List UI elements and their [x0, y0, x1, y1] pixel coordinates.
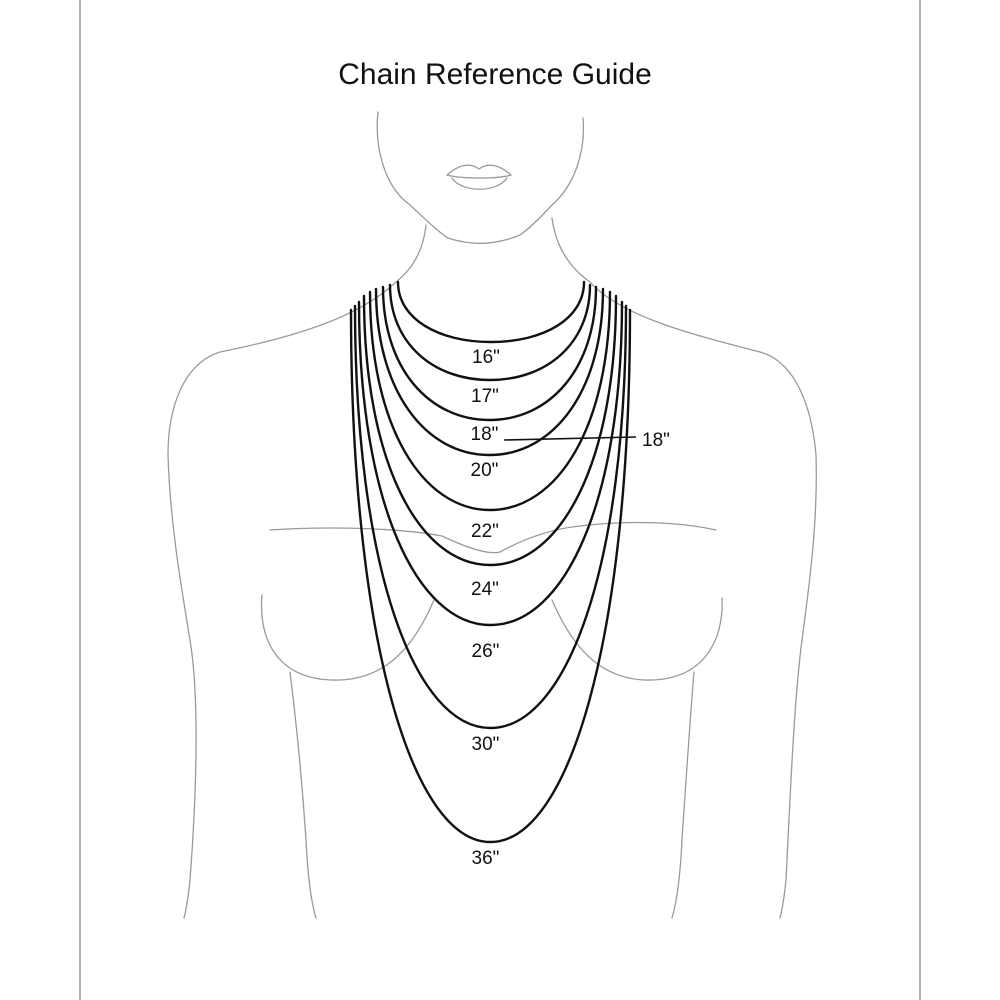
neck-right: [551, 217, 591, 283]
lips: [446, 164, 512, 190]
right-shoulder: [589, 281, 817, 456]
chain-label: 36": [472, 848, 500, 869]
chain-label: 30": [472, 734, 500, 755]
chain-label: 24": [471, 579, 499, 600]
chain-1: [396, 280, 586, 344]
left-breast: [260, 594, 435, 681]
chain-7: [357, 300, 624, 627]
chain-label: 17": [471, 386, 499, 407]
chain-label: 22": [471, 521, 499, 542]
chain-5: [368, 290, 612, 512]
chain-3: [381, 285, 598, 422]
callout-leader-line: [503, 436, 637, 441]
neck-left: [395, 224, 427, 283]
body-outline: [167, 111, 817, 919]
chain-6: [362, 294, 618, 567]
chin-contour: [447, 234, 521, 244]
chain-label: 16": [472, 347, 500, 368]
chain-9: [349, 308, 632, 844]
chain-4: [374, 287, 605, 457]
chain-label: 18": [471, 424, 499, 445]
chain-labels-group: 16" 17" 18" 20" 22" 24" 26" 30" 36": [471, 347, 500, 869]
chain-label: 20": [471, 460, 499, 481]
callout-label: 18": [642, 430, 670, 451]
left-arm-inner: [289, 671, 317, 919]
left-arm-outer: [167, 454, 197, 919]
chain-label: 26": [472, 641, 500, 662]
chain-8: [353, 304, 628, 730]
diagram-title: Chain Reference Guide: [338, 58, 652, 91]
head-left-contour: [376, 111, 449, 239]
callout-18: 18": [503, 430, 670, 451]
chest-line: [269, 521, 717, 554]
right-arm-outer: [779, 454, 817, 919]
right-arm-inner: [671, 671, 695, 919]
chains-group: [349, 280, 632, 844]
chain-2: [388, 283, 592, 382]
head-right-contour: [519, 117, 585, 236]
